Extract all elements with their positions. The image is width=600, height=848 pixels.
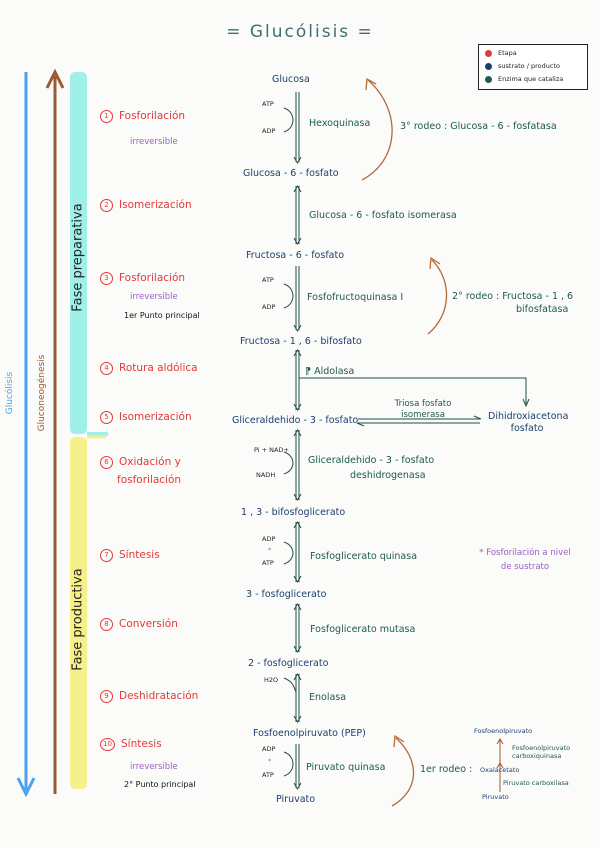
asterisk-10: * [268, 757, 272, 765]
substrate-3-fosfoglicerato: 3 - fosfoglicerato [246, 589, 327, 600]
substrate-2-fosfoglicerato: 2 - fosfoglicerato [248, 658, 329, 669]
substrate-gliceraldehido-3-fosfato: Gliceraldehido - 3 - fosfato [232, 415, 359, 426]
bypass-piruvato-carboxilasa: Piruvato carboxilasa [503, 779, 569, 787]
glucolisis-label: Glucólisis [5, 371, 15, 415]
enzyme-aldolasa: ⁋ Aldolasa [305, 366, 355, 377]
bypass-pepck: Fosfoenolpiruvato [512, 744, 571, 752]
fase-productiva-bar [70, 437, 87, 789]
bypass-pep: Fosfoenolpiruvato [474, 727, 533, 735]
enzyme-piruvato-quinasa: Piruvato quinasa [306, 762, 386, 773]
fase-preparativa-label: Fase preparativa [70, 203, 86, 312]
bypass-piruvato: Piruvato [482, 793, 509, 801]
cofactor-adp-3: ADP [262, 303, 276, 311]
page-title: = Glucólisis = [226, 22, 374, 42]
note-sustrato: de sustrato [500, 562, 550, 572]
gluconeogenesis-label: Gluconeogénesis [37, 354, 47, 432]
cofactor-atp-3: ATP [262, 276, 274, 284]
cofactor-adp-1: ADP [262, 127, 276, 135]
enzyme-isomerasa: Glucosa - 6 - fosfato isomerasa [309, 210, 457, 221]
punto-principal-2: 2° Punto principal [124, 780, 196, 789]
enzyme-fosfoglicerato-mutasa: Fosfoglicerato mutasa [310, 624, 416, 635]
bypass-oxalacetato: Oxalacetato [480, 766, 520, 774]
bypass-pepck-line2: carboxiquinasa [512, 752, 562, 760]
cofactor-atp-10: ATP [262, 771, 274, 779]
asterisk-7: * [268, 546, 272, 554]
cofactor-pi-nad: Pi + NAD+ [254, 446, 289, 454]
enzyme-gapdh: Gliceraldehido - 3 - fosfato [308, 455, 435, 466]
legend-item-etapa: Etapa [485, 49, 517, 57]
fase-preparativa-bar [70, 72, 87, 434]
cofactor-nadh: NADH [256, 471, 276, 479]
substrate-glucosa-6-fosfato: Glucosa - 6 - fosfato [243, 168, 339, 179]
cofactor-atp-1: ATP [262, 100, 274, 108]
irreversible-3: irreversible [130, 292, 178, 302]
substrate-fructosa-16-bifosfato: Fructosa - 1 , 6 - bifosfato [240, 336, 362, 347]
cofactor-h2o: H2O [264, 676, 279, 684]
legend-item-enzima: Enzima que cataliza [485, 75, 563, 83]
rodeo-2: 2° rodeo : Fructosa - 1 , 6 [452, 291, 574, 302]
enzyme-hexoquinasa: Hexoquinasa [309, 118, 371, 129]
punto-principal-1: 1er Punto principal [124, 311, 200, 320]
cofactor-adp-10: ADP [262, 745, 276, 753]
cofactor-atp-7: ATP [262, 559, 274, 567]
legend: Etapa sustrato / producto Enzima que cat… [478, 44, 588, 90]
cofactor-adp-7: ADP [262, 535, 276, 543]
enzyme-enolasa: Enolasa [309, 692, 347, 703]
rodeo-1: 1er rodeo : [420, 764, 473, 775]
enzyme-gapdh-line2: deshidrogenasa [350, 470, 426, 481]
substrate-13-bifosfoglicerato: 1 , 3 - bifosfoglicerato [241, 507, 346, 518]
rodeo-3: 3° rodeo : Glucosa - 6 - fosfatasa [400, 121, 557, 132]
step-6-line2: fosforilación [117, 474, 182, 486]
substrate-piruvato: Piruvato [276, 794, 316, 805]
enzyme-fosfofructoquinasa: Fosfofructoquinasa I [307, 292, 404, 303]
enzyme-fosfoglicerato-quinasa: Fosfoglicerato quinasa [310, 551, 418, 562]
note-fosforilacion: * Fosforilación a nivel [479, 548, 571, 558]
rodeo-2-line2: bifosfatasa [516, 304, 569, 315]
irreversible-1: irreversible [130, 137, 178, 147]
substrate-dihidroxiacetona-fosfato: Dihidroxiacetona fosfato [488, 411, 569, 434]
irreversible-10: irreversible [130, 762, 178, 772]
fase-productiva-label: Fase productiva [70, 568, 86, 671]
substrate-fructosa-6-fosfato: Fructosa - 6 - fosfato [246, 250, 345, 261]
substrate-fosfoenolpiruvato: Fosfoenolpiruvato (PEP) [253, 728, 366, 739]
substrate-glucosa: Glucosa [272, 74, 310, 85]
enzyme-triosa-fosfato-isomerasa: Triosa fosfato isomerasa [394, 399, 452, 420]
legend-item-sustrato: sustrato / producto [485, 62, 560, 70]
